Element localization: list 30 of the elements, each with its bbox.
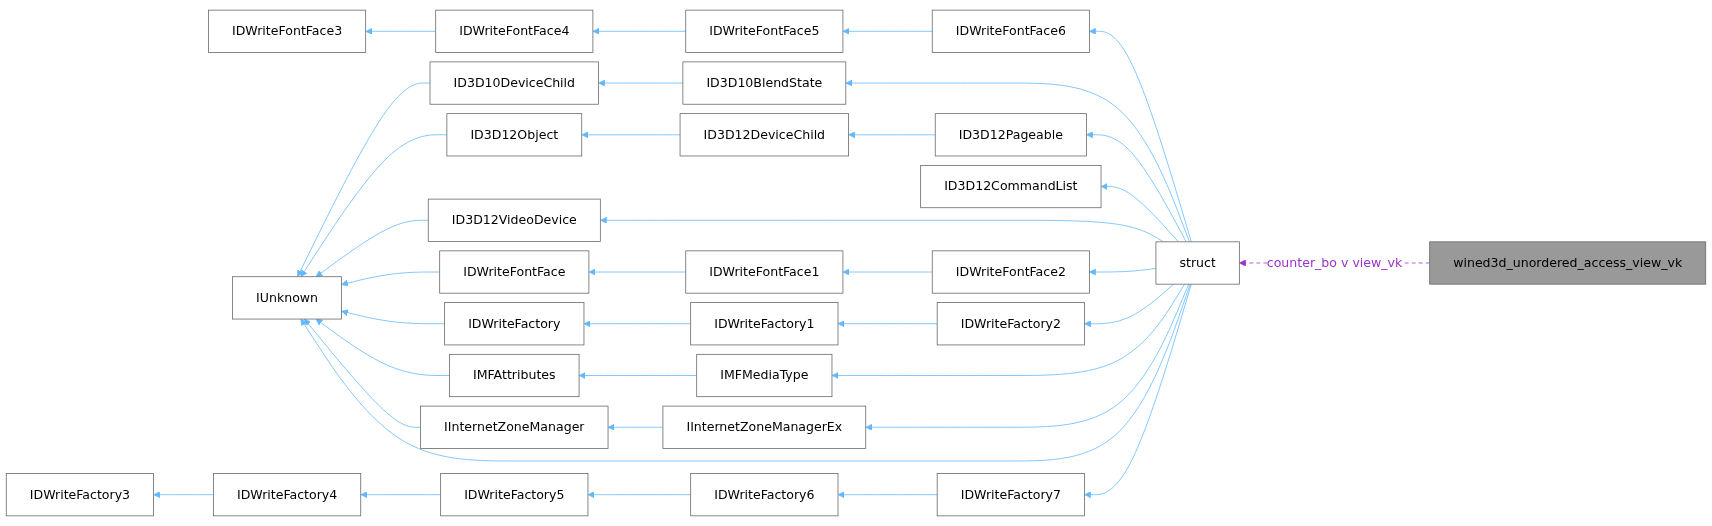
node-box: IDWriteFontFace5	[685, 9, 844, 53]
node-box: IDWriteFactory	[444, 302, 585, 346]
node-box: IDWriteFontFace6	[931, 9, 1090, 53]
node-box: IDWriteFontFace1	[685, 250, 844, 294]
node-box: IDWriteFontFace4	[435, 9, 594, 53]
edge-label: counter_bo v view_vk	[1266, 255, 1403, 271]
node-box: IDWriteFactory4	[213, 473, 362, 517]
node-box: struct	[1155, 241, 1240, 285]
node-box: ID3D10BlendState	[682, 61, 847, 105]
node-box: IDWriteFactory1	[690, 302, 839, 346]
node-box: IMFMediaType	[696, 353, 833, 398]
node-box: IDWriteFontFace2	[931, 250, 1090, 294]
node-box: IUnknown	[232, 276, 342, 320]
node-box: IDWriteFactory6	[690, 473, 839, 517]
node-box: ID3D12CommandList	[920, 165, 1102, 209]
node-box: ID3D10DeviceChild	[429, 61, 599, 105]
node-box: ID3D12VideoDevice	[427, 198, 601, 242]
node-box: ID3D12Pageable	[934, 113, 1087, 157]
node-box: IDWriteFontFace	[439, 250, 590, 294]
node-box: IDWriteFactory5	[440, 473, 589, 517]
node-box: IMFAttributes	[449, 353, 580, 398]
node-box: ID3D12Object	[446, 113, 583, 157]
node-box: IInternetZoneManagerEx	[662, 405, 867, 449]
node-box: IInternetZoneManager	[420, 405, 609, 449]
node-box: IDWriteFactory7	[936, 473, 1085, 517]
node-box: IDWriteFontFace3	[208, 9, 367, 53]
node-box: wined3d_unordered_access_view_vk	[1429, 241, 1707, 285]
node-box: ID3D12DeviceChild	[679, 113, 849, 157]
node-box: IDWriteFactory3	[5, 473, 154, 517]
node-box: IDWriteFactory2	[936, 302, 1085, 346]
